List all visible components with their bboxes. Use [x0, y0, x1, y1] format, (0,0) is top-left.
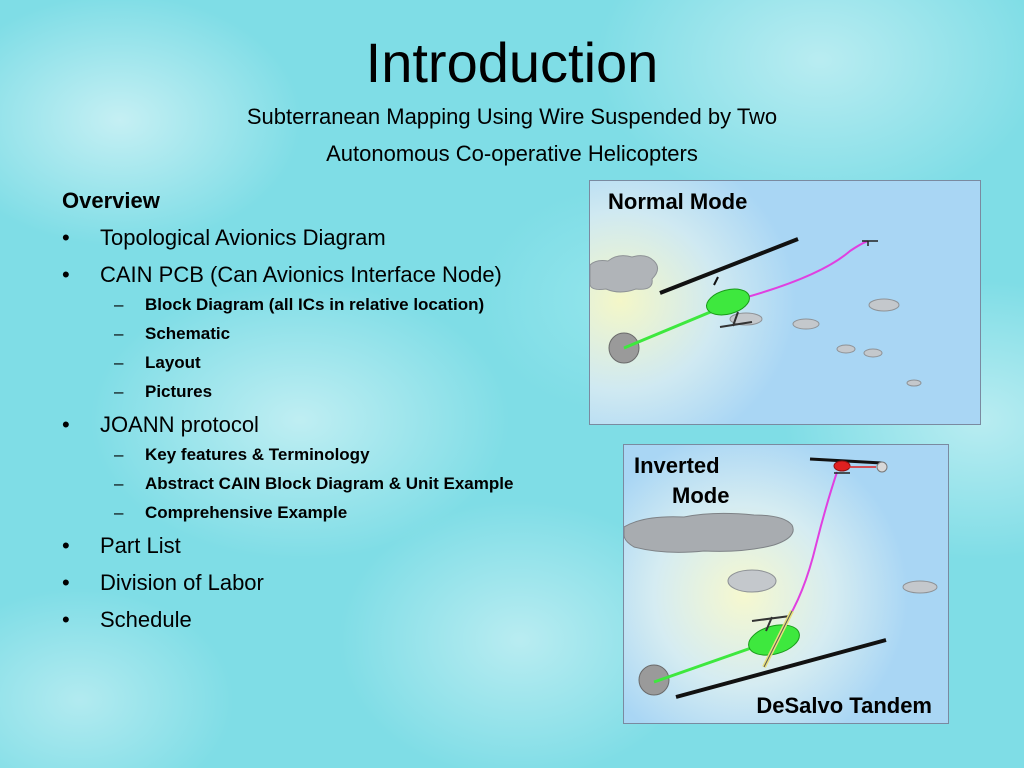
tether-line [653, 645, 755, 684]
sub-list-item-label: Block Diagram (all ICs in relative locat… [145, 295, 485, 314]
sub-list-item-label: Abstract CAIN Block Diagram & Unit Examp… [145, 474, 514, 493]
normal-mode-illustration [590, 237, 922, 387]
list-item-label: Topological Avionics Diagram [100, 225, 386, 250]
cloud-icon [624, 512, 794, 553]
dash-glyph: – [114, 474, 124, 493]
sub-list-item: – Schematic [100, 323, 602, 345]
tether-line [623, 306, 721, 350]
inverted-mode-illustration [624, 457, 938, 699]
subtitle-line-2: Autonomous Co-operative Helicopters [326, 141, 698, 166]
sub-list-item: – Block Diagram (all ICs in relative loca… [100, 294, 602, 316]
suspended-wire [783, 471, 838, 626]
sub-list: – Key features & Terminology – Abstract CA… [100, 444, 602, 524]
small-helicopter-icon [862, 240, 878, 246]
slide-title: Introduction [365, 31, 659, 94]
sub-list-item-label: Layout [145, 353, 201, 372]
list-item: • Division of Labor [62, 568, 602, 598]
inverted-mode-label-line-1: Inverted [634, 453, 720, 478]
overview-content: Overview • Topological Avionics Diagram •… [62, 186, 602, 642]
normal-mode-label: Normal Mode [608, 189, 748, 214]
list-item: •CAIN PCB (Can Avionics Interface Node) … [62, 260, 602, 403]
list-item-label: Division of Labor [100, 570, 264, 595]
helicopter-icon [675, 610, 887, 699]
normal-mode-figure: Normal Mode [589, 180, 981, 425]
bullet-glyph: • [62, 262, 70, 287]
sub-list-item: – Key features & Terminology [100, 444, 602, 466]
bullet-glyph: • [62, 533, 70, 558]
cloud-icon [729, 298, 922, 387]
sub-list-item-label: Key features & Terminology [145, 445, 370, 464]
list-item: • JOANN protocol – Key features & Terminol… [62, 410, 602, 524]
overview-heading: Overview [62, 188, 160, 213]
cloud-icon [590, 255, 658, 293]
sub-list-item: – Pictures [100, 381, 602, 403]
sub-list-item-label: Pictures [145, 382, 213, 401]
list-item: • Schedule [62, 605, 602, 635]
list-item: • Part List [62, 531, 602, 561]
list-item: • Topological Avionics Diagram [62, 223, 602, 253]
sub-list: – Block Diagram (all ICs in relative loca… [100, 294, 602, 403]
slide-subtitle: Subterranean Mapping Using Wire Suspende… [160, 98, 864, 172]
list-item-label: JOANN protocol [100, 412, 259, 437]
bullet-glyph: • [62, 607, 70, 632]
dash-glyph: – [114, 353, 124, 372]
list-item-label: CAIN PCB (Can Avionics Interface Node) [100, 262, 502, 287]
cloud-icon [727, 569, 938, 594]
sub-list-item: – Layout [100, 352, 602, 374]
bullet-glyph: • [62, 412, 70, 437]
sub-list-item-label: Comprehensive Example [145, 503, 348, 522]
list-item-label: Part List [100, 533, 181, 558]
list-item-label: Schedule [100, 607, 192, 632]
sub-list-item-label: Schematic [145, 324, 231, 343]
inverted-helicopter-icon [809, 457, 888, 474]
suspended-wire [739, 240, 869, 300]
dash-glyph: – [114, 382, 124, 401]
dash-glyph: – [114, 445, 124, 464]
desalvo-tandem-caption: DeSalvo Tandem [756, 693, 932, 718]
sub-list-item: – Abstract CAIN Block Diagram & Unit Exam… [100, 473, 602, 495]
sub-list-item: – Comprehensive Example [100, 502, 602, 524]
bullet-glyph: • [62, 570, 70, 595]
bullet-glyph: • [62, 225, 70, 250]
subtitle-line-1: Subterranean Mapping Using Wire Suspende… [246, 104, 778, 129]
inverted-mode-figure: Inverted Mode DeSalvo Tandem [623, 444, 949, 724]
inverted-mode-label-line-2: Mode [672, 483, 730, 508]
overview-list: • Topological Avionics Diagram • CAIN PCB … [62, 223, 602, 635]
dash-glyph: – [114, 295, 124, 314]
helicopter-icon [659, 237, 799, 328]
dash-glyph: – [114, 324, 124, 343]
wire-spool-icon [638, 664, 670, 696]
dash-glyph: – [114, 503, 124, 522]
